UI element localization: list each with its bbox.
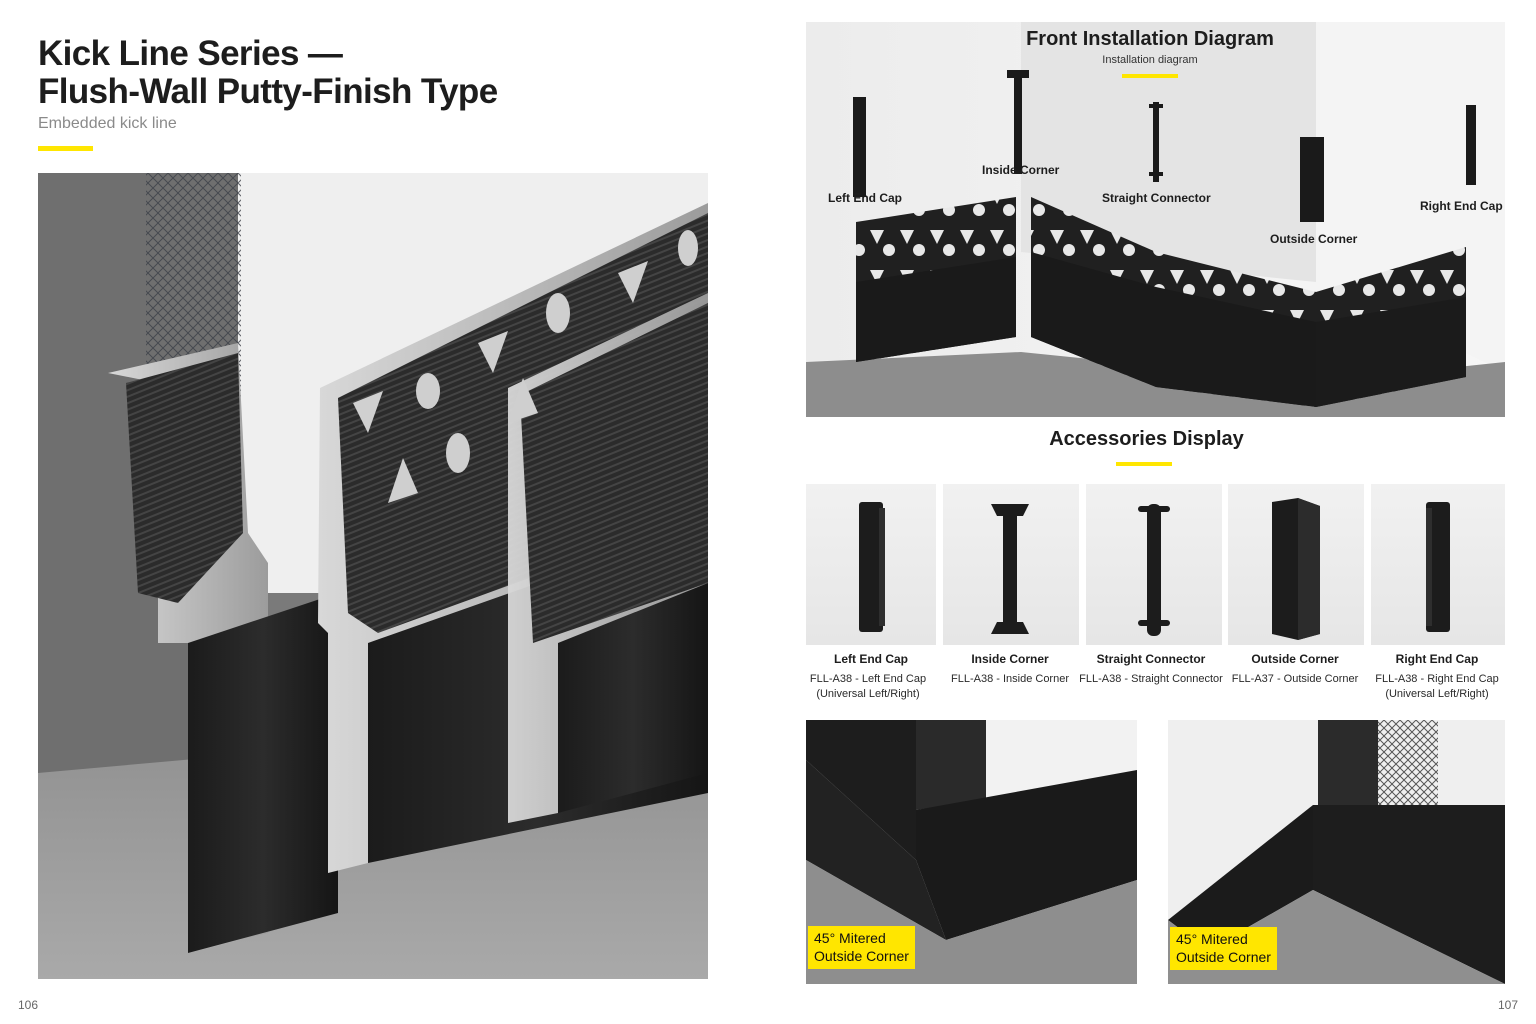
installation-diagram-title: Front Installation Diagram xyxy=(1026,28,1274,50)
title-accent-bar xyxy=(38,146,93,151)
kick-line-profile-illustration xyxy=(38,173,708,979)
mitered-corner-badge-2: 45° Mitered Outside Corner xyxy=(1170,927,1277,970)
page-number-right: 107 xyxy=(1498,998,1519,1012)
mitered-corner-illustration-1 xyxy=(806,720,1137,984)
label-right-end-cap: Right End Cap xyxy=(1420,199,1503,213)
accessory-card-right-end-cap xyxy=(1371,484,1505,645)
installation-scene-illustration xyxy=(806,22,1505,417)
left-end-cap-icon xyxy=(853,97,866,197)
page-title-line-2: Flush-Wall Putty-Finish Type xyxy=(38,72,498,111)
mitered-corner-photo-1 xyxy=(806,720,1137,984)
outside-corner-icon xyxy=(1272,498,1320,640)
mitered-corner-illustration-2 xyxy=(1168,720,1505,984)
installation-diagram-subtitle: Installation diagram xyxy=(1102,54,1198,66)
accessory-card-left-end-cap xyxy=(806,484,936,645)
label-left-end-cap: Left End Cap xyxy=(828,191,902,205)
page-title-line-1: Kick Line Series — xyxy=(38,34,343,73)
accessory-model-inside-corner: FLL-A38 - Inside Corner xyxy=(951,673,1069,685)
installation-diagram-photo xyxy=(806,22,1505,417)
inside-corner-icon xyxy=(1014,74,1022,174)
page-number-left: 106 xyxy=(18,998,39,1012)
straight-connector-icon xyxy=(1153,102,1159,182)
accessory-name-straight-connector: Straight Connector xyxy=(1096,652,1206,666)
accessory-model-right-end-cap: FLL-A38 - Right End Cap (Universal Left/… xyxy=(1375,673,1499,700)
mitered-corner-badge-1: 45° Mitered Outside Corner xyxy=(808,926,915,969)
accessory-name-inside-corner: Inside Corner xyxy=(971,652,1049,666)
label-inside-corner: Inside Corner xyxy=(982,163,1060,177)
accessory-card-inside-corner xyxy=(943,484,1079,645)
accessory-model-left-end-cap: FLL-A38 - Left End Cap (Universal Left/R… xyxy=(809,673,927,700)
installation-accent-bar xyxy=(1122,74,1178,78)
end-cap-icon xyxy=(859,502,885,632)
right-end-cap-icon xyxy=(1466,105,1476,185)
label-straight-connector: Straight Connector xyxy=(1102,191,1211,205)
accessory-model-outside-corner: FLL-A37 - Outside Corner xyxy=(1231,673,1359,685)
end-cap-icon xyxy=(1426,502,1450,632)
accessories-title: Accessories Display xyxy=(1049,428,1244,450)
accessory-name-left-end-cap: Left End Cap xyxy=(834,652,908,666)
mitered-corner-photo-2 xyxy=(1168,720,1505,984)
accessory-card-outside-corner xyxy=(1228,484,1364,645)
accessory-model-straight-connector: FLL-A38 - Straight Connector xyxy=(1079,673,1223,685)
accessories-accent-bar xyxy=(1116,462,1172,466)
page-subtitle: Embedded kick line xyxy=(38,115,177,132)
accessory-name-outside-corner: Outside Corner xyxy=(1251,652,1339,666)
hero-product-photo xyxy=(38,173,708,979)
outside-corner-icon xyxy=(1300,137,1324,222)
inside-corner-icon xyxy=(991,504,1029,634)
accessory-name-right-end-cap: Right End Cap xyxy=(1395,652,1479,666)
accessory-card-straight-connector xyxy=(1086,484,1222,645)
straight-connector-icon xyxy=(1138,504,1170,636)
label-outside-corner: Outside Corner xyxy=(1270,232,1358,246)
